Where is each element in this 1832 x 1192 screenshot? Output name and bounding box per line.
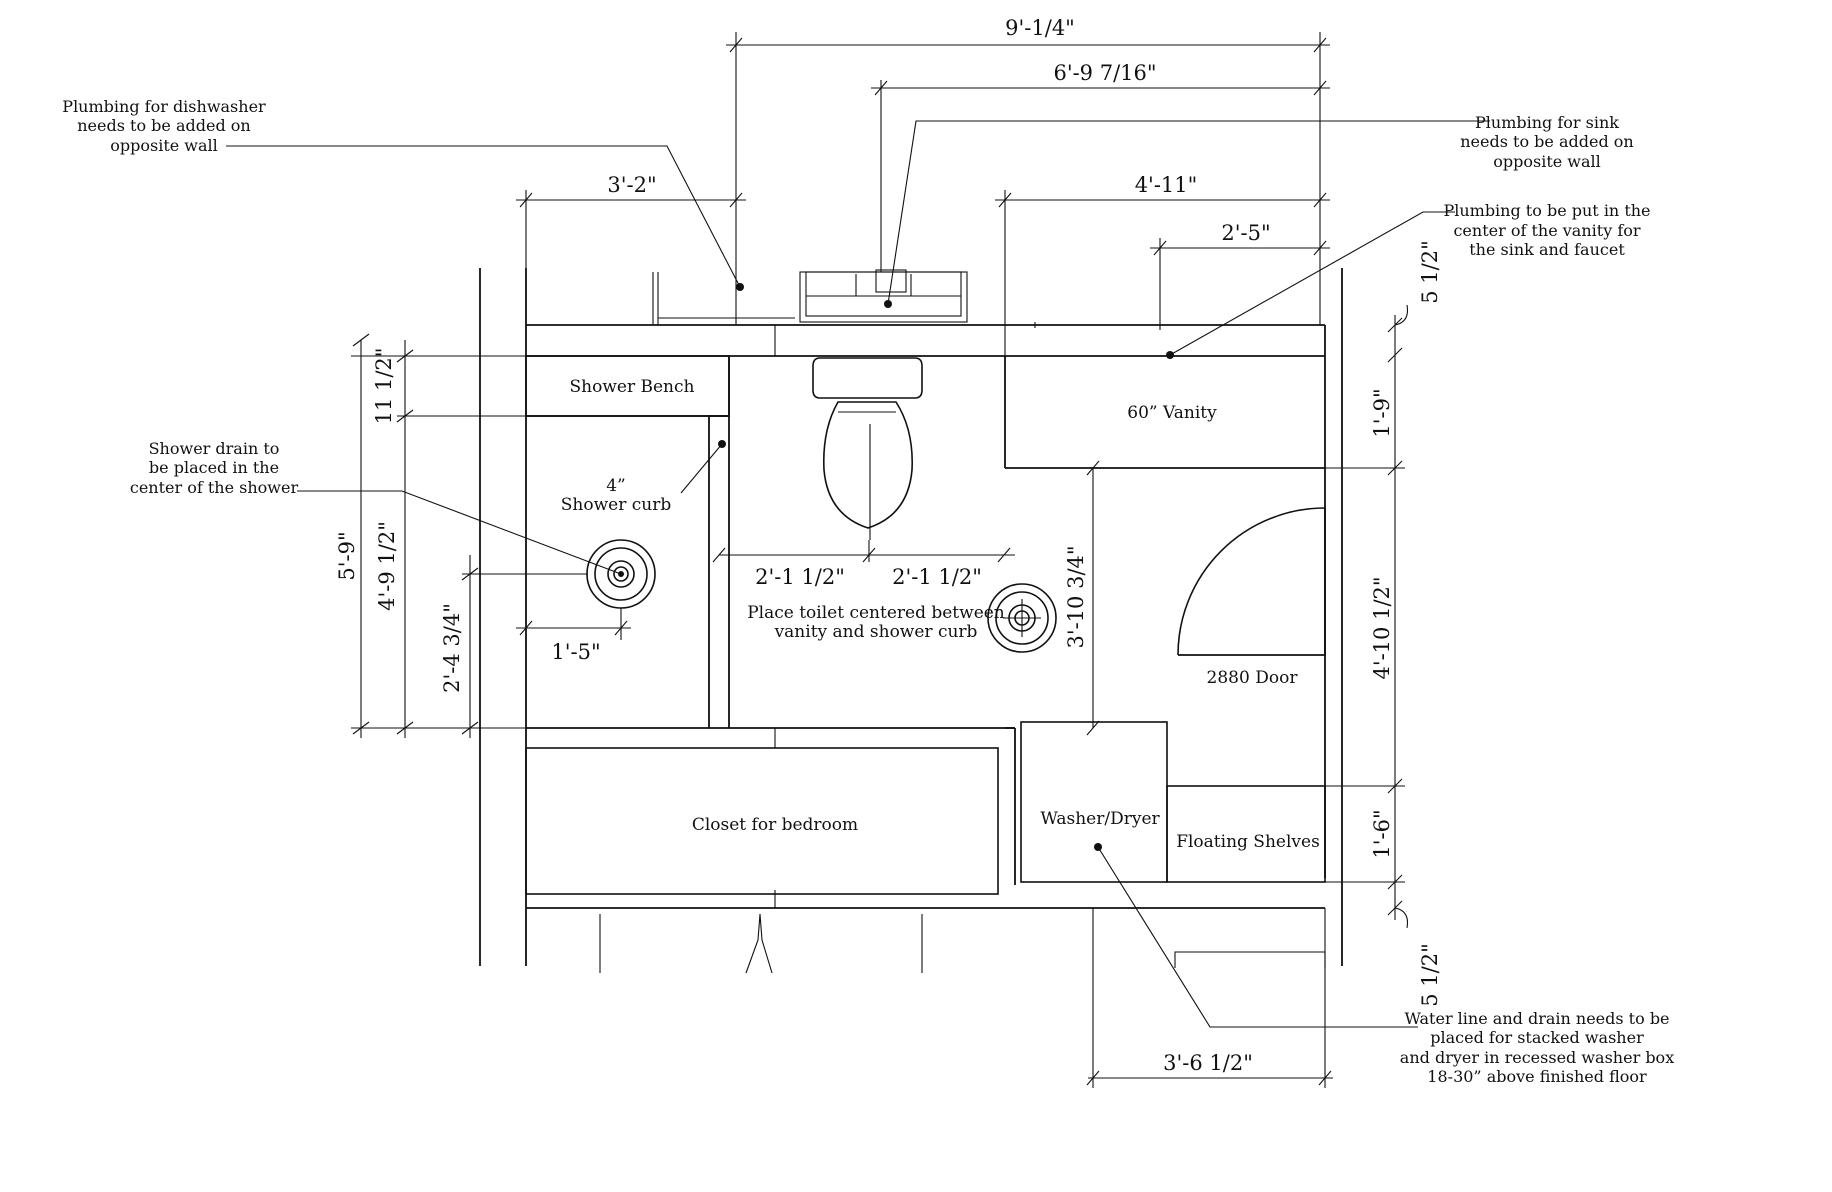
floating-shelves-label: Floating Shelves	[1176, 832, 1320, 852]
dim-wall-top: 5 1/2"	[1418, 240, 1442, 304]
recessed-box	[1174, 951, 1326, 968]
svg-text:center of the vanity for: center of the vanity for	[1453, 221, 1640, 240]
dim-overall-width: 9'-1/4"	[1005, 16, 1075, 40]
dimension-labels: 9'-1/4" 6'-9 7/16" 3'-2" 4'-11" 2'-5" 2'…	[335, 16, 1442, 1075]
dim-toilet-left: 2'-1 1/2"	[755, 565, 845, 589]
shower-bench	[525, 355, 730, 417]
svg-text:Plumbing for dishwasher: Plumbing for dishwasher	[62, 97, 266, 116]
svg-text:18-30” above finished floor: 18-30” above finished floor	[1427, 1067, 1647, 1086]
svg-text:Water line and drain needs to: Water line and drain needs to be	[1404, 1009, 1669, 1028]
svg-text:the sink and faucet: the sink and faucet	[1469, 240, 1625, 259]
svg-text:Shower drain to: Shower drain to	[149, 439, 280, 458]
note-sink: Plumbing for sink needs to be added on o…	[1460, 113, 1633, 171]
dim-shelves-depth: 1'-6"	[1370, 809, 1394, 858]
dim-bench-depth: 11 1/2"	[372, 348, 396, 425]
washer-dryer-label: Washer/Dryer	[1040, 809, 1160, 829]
vanity	[1004, 356, 1325, 469]
svg-text:and dryer in recessed washer b: and dryer in recessed washer box	[1400, 1048, 1674, 1067]
vanity-label: 60” Vanity	[1127, 403, 1217, 423]
svg-text:Plumbing to be put in the: Plumbing to be put in the	[1443, 201, 1650, 220]
svg-text:opposite wall: opposite wall	[1493, 152, 1601, 171]
note-washer: Water line and drain needs to be placed …	[1400, 1009, 1674, 1086]
svg-text:needs to be added on: needs to be added on	[77, 116, 250, 135]
dim-wall-bottom: 5 1/2"	[1418, 943, 1442, 1007]
dim-drain-y: 2'-4 3/4"	[440, 603, 464, 693]
svg-text:center of the shower: center of the shower	[130, 478, 299, 497]
svg-text:opposite wall: opposite wall	[110, 136, 218, 155]
svg-text:be placed in the: be placed in the	[149, 458, 279, 477]
shower-curb-size-label: 4”	[606, 476, 626, 496]
closet	[525, 747, 999, 895]
dim-shower-depth-outer: 5'-9"	[335, 531, 359, 580]
dim-vanity-center: 2'-5"	[1221, 221, 1270, 245]
dim-sink-offset: 6'-9 7/16"	[1053, 61, 1156, 85]
dim-toilet-right: 2'-1 1/2"	[892, 565, 982, 589]
svg-text:Plumbing for sink: Plumbing for sink	[1475, 113, 1619, 132]
toilet-note-line-1: Place toilet centered between	[747, 603, 1005, 623]
floating-shelves	[1166, 785, 1326, 883]
closet-label: Closet for bedroom	[692, 815, 858, 835]
door-label: 2880 Door	[1207, 668, 1299, 688]
leader-lines	[226, 120, 1490, 1028]
dim-laundry-depth: 3'-10 3/4"	[1064, 545, 1088, 648]
shower-curb-label: Shower curb	[561, 495, 672, 515]
shower-bench-label: Shower Bench	[570, 377, 695, 397]
toilet	[812, 357, 923, 540]
dim-vanity-depth: 1'-9"	[1370, 388, 1394, 437]
shower-walls	[526, 356, 730, 728]
kitchen-counter-outline	[652, 269, 968, 325]
note-vanity-center: Plumbing to be put in the center of the …	[1443, 201, 1650, 259]
room-labels: Shower Bench 4” Shower curb 60” Vanity 2…	[561, 377, 1320, 852]
closet-doors	[599, 913, 923, 974]
svg-text:placed for stacked washer: placed for stacked washer	[1430, 1028, 1644, 1047]
dim-laundry-width: 3'-6 1/2"	[1163, 1051, 1253, 1075]
dim-door-zone: 4'-10 1/2"	[1370, 576, 1394, 679]
floor-drain	[987, 583, 1057, 653]
door-swing	[1177, 507, 1326, 656]
note-shower-drain: Shower drain to be placed in the center …	[130, 439, 299, 497]
note-dishwasher: Plumbing for dishwasher needs to be adde…	[62, 97, 266, 155]
dim-shower-width: 3'-2"	[607, 173, 656, 197]
dim-drain-x: 1'-5"	[551, 640, 600, 664]
dim-shower-depth-inner: 4'-9 1/2"	[375, 521, 399, 611]
dimension-lines	[351, 32, 1409, 1088]
washer-dryer-box	[1020, 721, 1168, 883]
svg-text:needs to be added on: needs to be added on	[1460, 132, 1633, 151]
toilet-note-line-2: vanity and shower curb	[774, 622, 978, 642]
dim-vanity-span: 4'-11"	[1135, 173, 1198, 197]
